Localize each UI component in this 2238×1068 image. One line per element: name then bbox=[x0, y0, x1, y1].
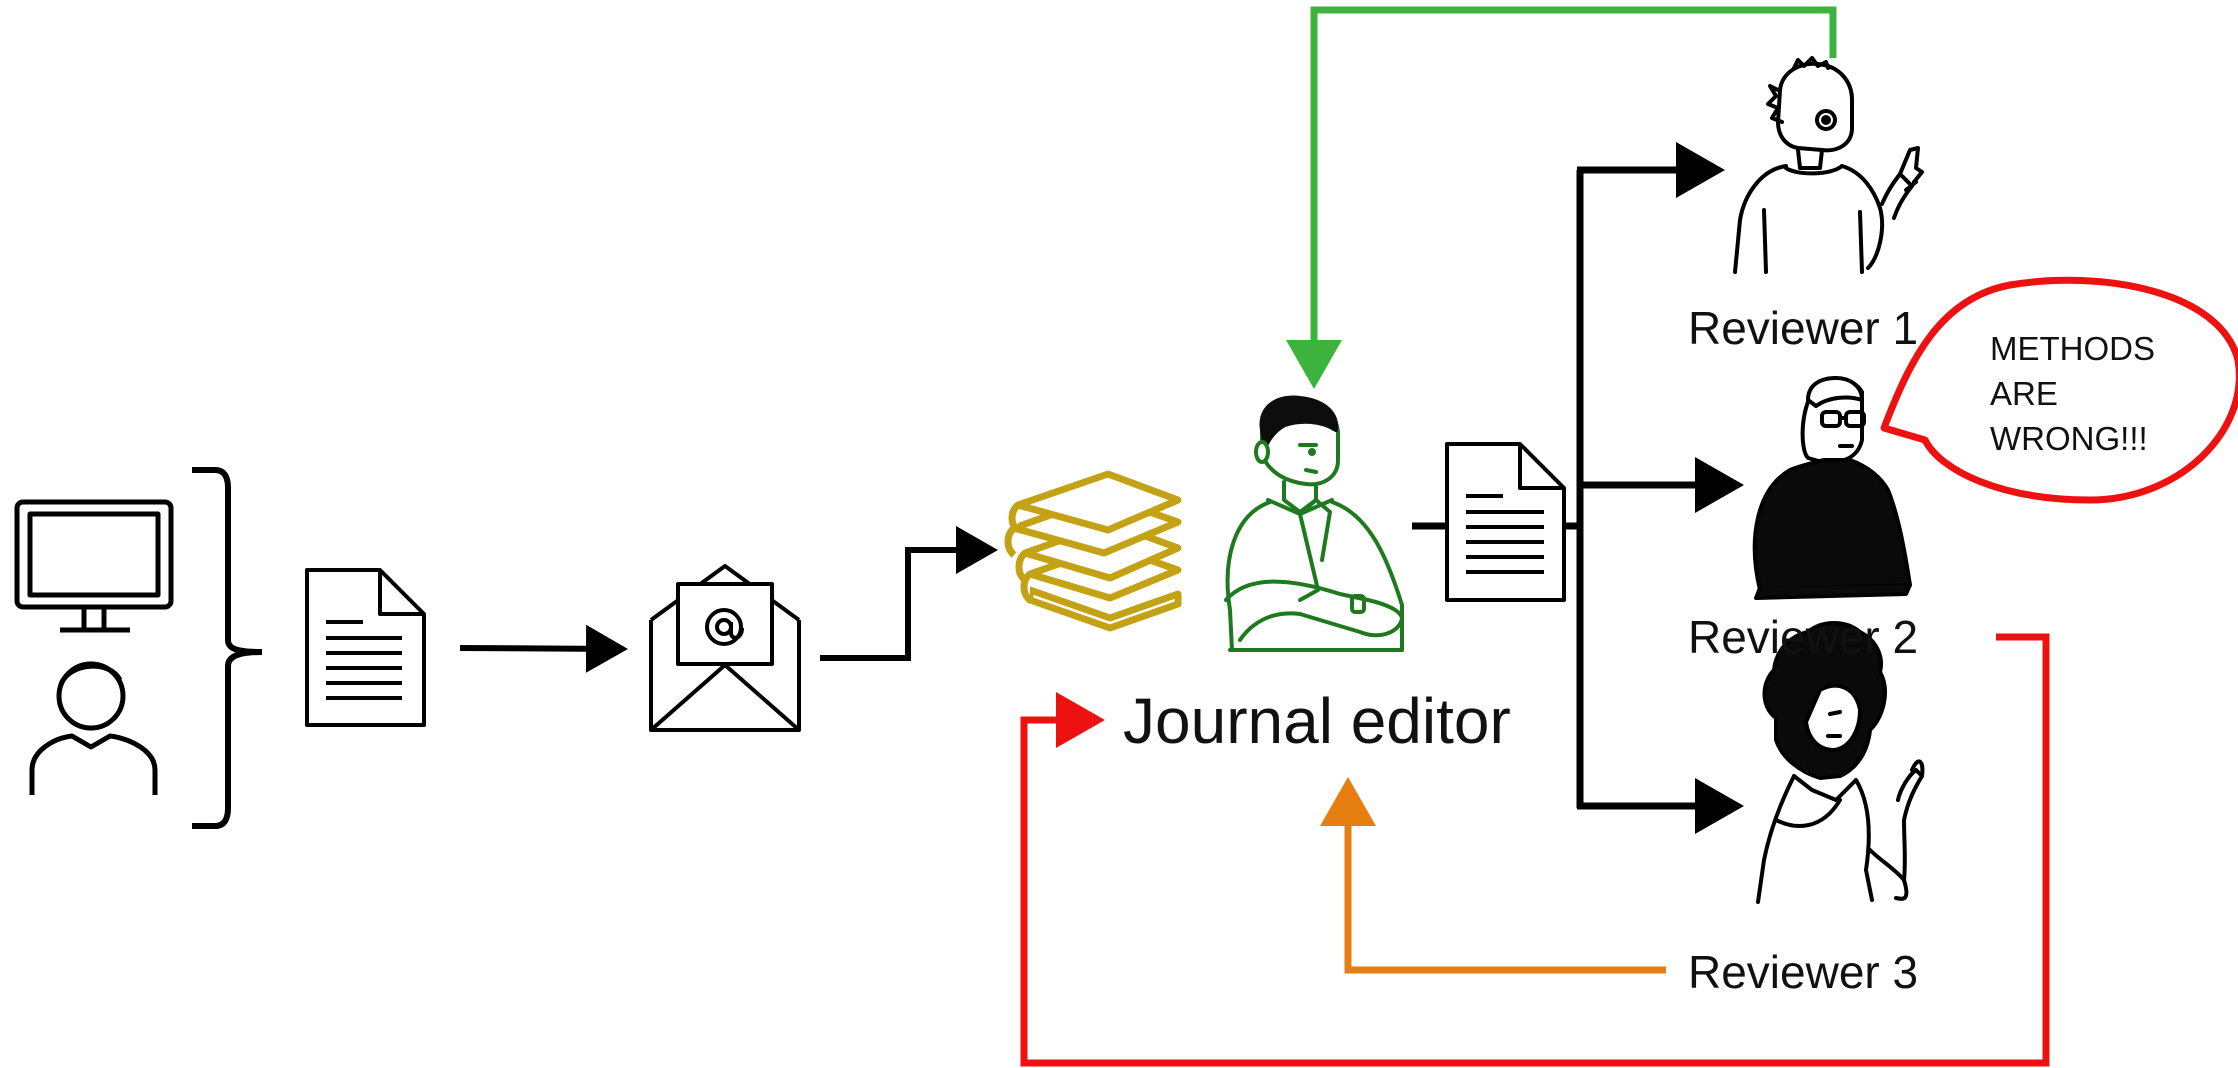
speech-bubble bbox=[1880, 276, 2238, 504]
computer-user-icon bbox=[14, 499, 174, 795]
reviewer-1-label: Reviewer 1 bbox=[1688, 302, 1919, 354]
envelope-to-journal-arrow bbox=[820, 526, 998, 661]
reviewer-three-figure-icon bbox=[1756, 621, 1925, 904]
journal-editor-label: Journal editor bbox=[1123, 685, 1511, 757]
reviewer-3-label: Reviewer 3 bbox=[1688, 946, 1919, 998]
reviewer-branch-arrows bbox=[1576, 142, 1744, 834]
reviewer-one-figure-icon bbox=[1733, 56, 1924, 274]
reviewer-2-label: Reviewer 2 bbox=[1688, 611, 1919, 663]
submit-arrow bbox=[459, 624, 628, 673]
grouping-brace bbox=[192, 467, 263, 829]
reviewer3-feedback-arrow bbox=[1320, 777, 1666, 974]
reviewer1-feedback-arrow bbox=[1286, 6, 1837, 389]
email-envelope-icon bbox=[649, 564, 801, 732]
document-icon bbox=[305, 568, 426, 727]
speech-bubble-text: METHODS ARE WRONG!!! bbox=[1990, 330, 2155, 457]
editor-person-icon bbox=[1224, 395, 1404, 652]
reviewer-two-figure-icon bbox=[1752, 376, 1912, 600]
books-stack-icon bbox=[1004, 470, 1182, 632]
reviewer2-feedback-arrow bbox=[1020, 633, 2050, 1067]
forwarded-document-icon bbox=[1445, 442, 1566, 602]
